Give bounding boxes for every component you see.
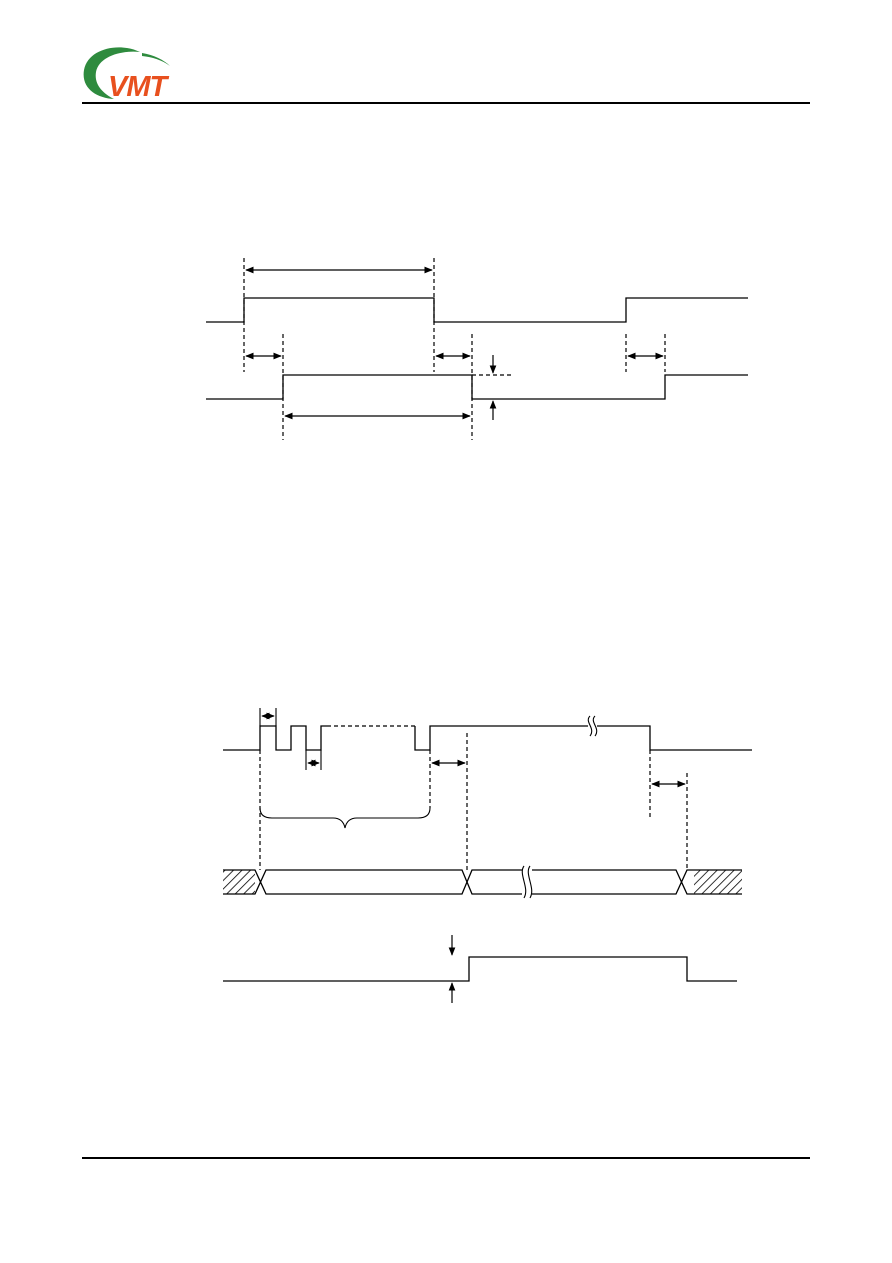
break-mark <box>592 715 598 737</box>
bus-outline-bottom-2 <box>532 869 742 895</box>
pulse-train-waveform <box>223 725 327 751</box>
bus-hatch-right <box>694 870 742 894</box>
break-mark <box>587 715 593 737</box>
bus-outline-top <box>223 869 522 895</box>
pulse-high-tail <box>597 725 752 751</box>
pulse-train-waveform-end <box>414 725 588 751</box>
footer-rule <box>82 1157 810 1159</box>
break-mark <box>527 865 533 899</box>
bus-hatch-left <box>223 870 255 894</box>
vmt-logo-icon: VMT <box>83 47 171 102</box>
output-waveform <box>223 956 737 982</box>
group-brace <box>259 807 431 829</box>
header-rule <box>82 102 810 104</box>
bus-outline-bottom <box>223 869 522 895</box>
logo-text: VMT <box>108 71 170 102</box>
break-mark <box>521 865 527 899</box>
